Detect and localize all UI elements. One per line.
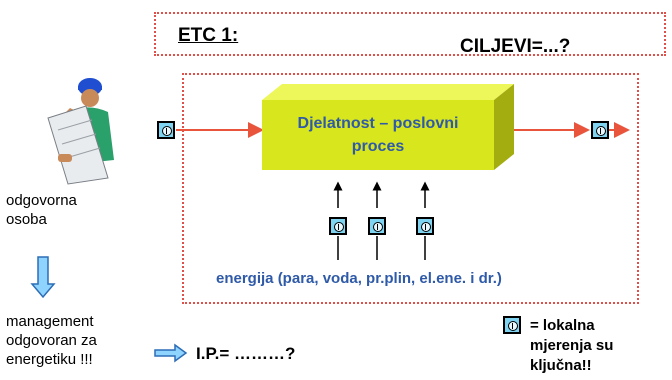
meter-icon: [591, 121, 609, 139]
meter-icon: [157, 121, 175, 139]
process-label-line1: Djelatnost – poslovni: [297, 115, 459, 132]
legend-line1: = lokalna: [530, 317, 595, 334]
person-label: odgovorna osoba: [6, 191, 77, 229]
management-label-line2: odgovoran za: [6, 332, 97, 349]
energy-label: energija (para, voda, pr.plin, el.ene. i…: [216, 270, 502, 287]
worker-figure: [47, 78, 114, 185]
etc-title: ETC 1:: [178, 25, 239, 46]
right-arrow-icon: [154, 343, 188, 363]
process-boundary: [182, 73, 639, 304]
goals-frame: [154, 12, 666, 56]
person-label-line1: odgovorna: [6, 192, 77, 209]
meter-icon: [503, 316, 521, 334]
process-label-line2: proces: [351, 138, 405, 155]
meter-icon: [329, 217, 347, 235]
ip-label: I.P.= ………?: [196, 344, 296, 363]
down-arrow-icon: [30, 256, 56, 299]
meter-icon: [368, 217, 386, 235]
person-label-line2: osoba: [6, 211, 47, 228]
legend-line3: ključna!!: [530, 357, 592, 374]
process-block: [262, 84, 514, 170]
meter-icon: [416, 217, 434, 235]
legend-line2: mjerenja su: [530, 337, 614, 354]
management-label-line3: energetiku !!!: [6, 351, 93, 368]
management-label-line1: management: [6, 313, 94, 330]
process-label: Djelatnost – poslovni proces: [262, 112, 494, 158]
goals-label: CILJEVI=...?: [460, 36, 571, 57]
legend-text: = lokalna mjerenja su ključna!!: [530, 316, 613, 376]
management-label: management odgovoran za energetiku !!!: [6, 312, 97, 369]
